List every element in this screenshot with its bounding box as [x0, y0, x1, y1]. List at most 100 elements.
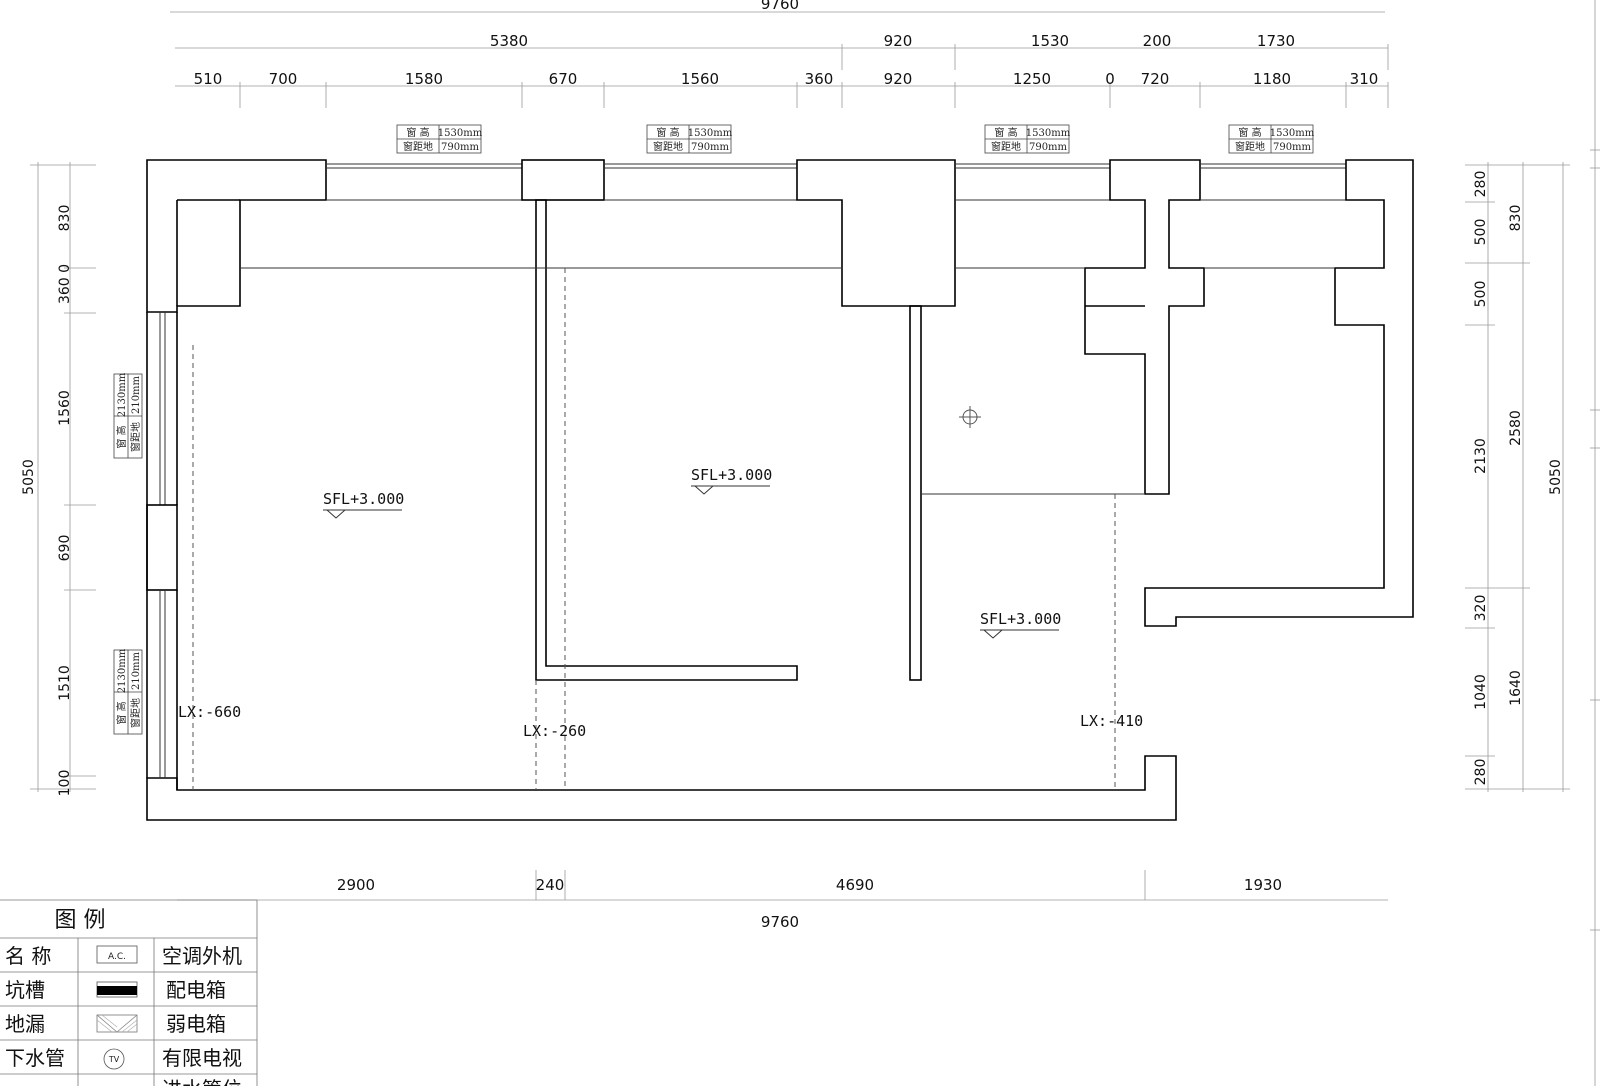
window-sill-value: 790mm	[1029, 142, 1068, 153]
left-dimension: 360 0	[57, 264, 73, 304]
lx-label: LX:-410	[1080, 712, 1143, 730]
ac-unit-icon: A.C.	[96, 945, 138, 964]
window-tag-top-3: 窗 高 1530mm 窗距地 790mm	[984, 124, 1071, 154]
window-height-label: 窗 高	[994, 126, 1017, 139]
window-tag-left-1: 窗 高 2130mm 窗距地 210mm	[113, 372, 143, 459]
right-dimensions: 280 500 500 2130 320 1040 280 830 2580 1…	[1465, 162, 1570, 792]
tv-outlet-icon: TV	[103, 1048, 125, 1070]
top-dimension: 700	[269, 70, 298, 88]
right-dimension: 1040	[1473, 674, 1489, 710]
window-height-label: 窗 高	[656, 126, 679, 139]
window-tag-top-2: 窗 高 1530mm 窗距地 790mm	[646, 124, 733, 154]
top-dimension: 1250	[1013, 70, 1051, 88]
window-height-label: 窗 高	[1238, 126, 1261, 139]
legend-right-label: 配电箱	[166, 978, 226, 1002]
top-dimension: 360	[805, 70, 834, 88]
legend-left-label: 坑槽	[5, 978, 45, 1002]
top-dimension: 1580	[405, 70, 443, 88]
floor-level-label: SFL+3.000	[323, 490, 404, 508]
legend-title: 图 例	[55, 908, 106, 933]
window-sill-value: 790mm	[441, 142, 480, 153]
window-sill-label: 窗距地	[129, 698, 142, 728]
bottom-total-dimension: 9760	[761, 913, 799, 931]
left-dimension: 1510	[57, 665, 73, 701]
lx-label: LX:-260	[523, 722, 586, 740]
top-dimension: 1560	[681, 70, 719, 88]
left-total-dimension: 5050	[21, 459, 37, 495]
bottom-dimension: 2900	[337, 876, 375, 894]
legend-right-label: 空调外机	[162, 944, 242, 968]
top-dimension: 1530	[1031, 32, 1069, 50]
right-dimension: 320	[1473, 595, 1489, 622]
window-tag-left-2: 窗 高 2130mm 窗距地 210mm	[113, 648, 143, 735]
bottom-dimension: 240	[536, 876, 565, 894]
top-dimension: 1180	[1253, 70, 1291, 88]
bottom-dimensions: 2900 240 4690 1930 9760	[177, 870, 1388, 931]
right-dimension: 500	[1473, 219, 1489, 246]
distribution-box-icon	[96, 981, 138, 998]
legend-right-label: 有限电视	[162, 1046, 242, 1070]
window-sill-label: 窗距地	[129, 422, 142, 452]
top-dimension: 1730	[1257, 32, 1295, 50]
left-dimension: 100	[57, 770, 73, 797]
window-height-value: 1530mm	[688, 128, 733, 139]
window-height-label: 窗 高	[115, 701, 128, 724]
right-dimension: 500	[1473, 281, 1489, 308]
window-sill-value: 790mm	[691, 142, 730, 153]
legend-left-label: 名 称	[5, 944, 51, 968]
window-height-value: 1530mm	[1270, 128, 1315, 139]
window-tag-top-1: 窗 高 1530mm 窗距地 790mm	[396, 124, 483, 154]
ac-symbol-text: A.C.	[108, 952, 126, 962]
right-dimension: 1640	[1508, 670, 1524, 706]
right-total-dimension: 5050	[1548, 459, 1564, 495]
right-dimension: 2580	[1508, 410, 1524, 446]
left-dimension: 1560	[57, 390, 73, 426]
top-dimension: 920	[884, 32, 913, 50]
window-height-value: 1530mm	[438, 128, 483, 139]
window-sill-label: 窗距地	[991, 140, 1021, 153]
window-sill-label: 窗距地	[403, 140, 433, 153]
target-marker-icon	[959, 406, 981, 428]
top-total-dimension: 9760	[761, 0, 799, 13]
top-dimension: 510	[194, 70, 223, 88]
tv-symbol-text: TV	[108, 1055, 120, 1064]
left-dimension: 830	[57, 205, 73, 232]
window-height-value: 1530mm	[1026, 128, 1071, 139]
top-dimension: 310	[1350, 70, 1379, 88]
window-height-label: 窗 高	[406, 126, 429, 139]
left-dimension: 690	[57, 535, 73, 562]
legend-right-label: 进水管位	[162, 1077, 242, 1086]
legend-table: 图 例 名 称 坑槽 地漏 下水管 A.C. TV 空调外机 配电箱 弱电箱 有…	[0, 899, 258, 1086]
top-dimension: 200	[1143, 32, 1172, 50]
right-dimension: 280	[1473, 171, 1489, 198]
walls	[146, 159, 1414, 821]
right-dimension: 2130	[1473, 438, 1489, 474]
window-sill-value: 790mm	[1273, 142, 1312, 153]
legend-right-label: 弱电箱	[166, 1012, 226, 1036]
lx-label: LX:-660	[178, 703, 241, 721]
level-labels: SFL+3.000 SFL+3.000 SFL+3.000 LX:-660 LX…	[178, 466, 1143, 740]
bottom-dimension: 1930	[1244, 876, 1282, 894]
top-dimension: 720	[1141, 70, 1170, 88]
legend-left-label: 地漏	[5, 1012, 45, 1036]
floor-level-label: SFL+3.000	[980, 610, 1061, 628]
window-sill-label: 窗距地	[653, 140, 683, 153]
window-sill-label: 窗距地	[1235, 140, 1265, 153]
left-dimensions: 5050 830 360 0 1560 690 1510 100	[21, 162, 96, 796]
legend-left-label: 下水管	[5, 1046, 65, 1070]
window-height-label: 窗 高	[115, 425, 128, 448]
top-dimensions: 9760 5380 920 1530 200 1730 510 700 1580…	[170, 0, 1389, 108]
right-dimension: 280	[1473, 759, 1489, 786]
weak-current-box-icon	[96, 1014, 138, 1033]
right-dimension: 830	[1508, 205, 1524, 232]
top-dimension: 0	[1105, 70, 1115, 88]
top-dimension: 670	[549, 70, 578, 88]
bottom-dimension: 4690	[836, 876, 874, 894]
top-dimension: 920	[884, 70, 913, 88]
window-sill-value: 210mm	[131, 651, 142, 690]
top-dimension: 5380	[490, 32, 528, 50]
window-height-value: 2130mm	[117, 648, 128, 693]
window-height-value: 2130mm	[117, 372, 128, 417]
drawing-frame-edge	[1590, 0, 1600, 1086]
